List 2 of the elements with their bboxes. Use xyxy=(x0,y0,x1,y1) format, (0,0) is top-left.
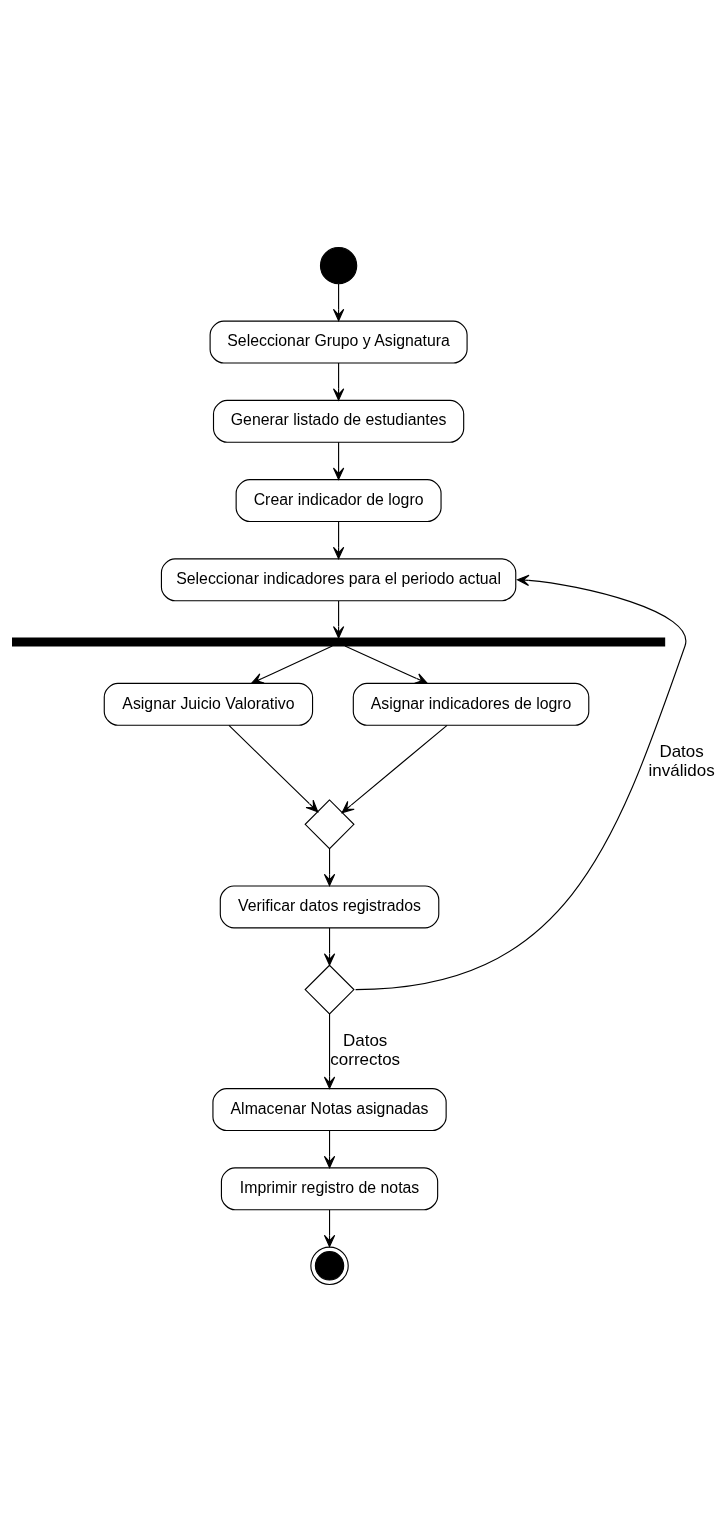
edge-label: Datos correctos xyxy=(330,1030,401,1069)
edge-label: Datos inválidos xyxy=(648,741,715,781)
